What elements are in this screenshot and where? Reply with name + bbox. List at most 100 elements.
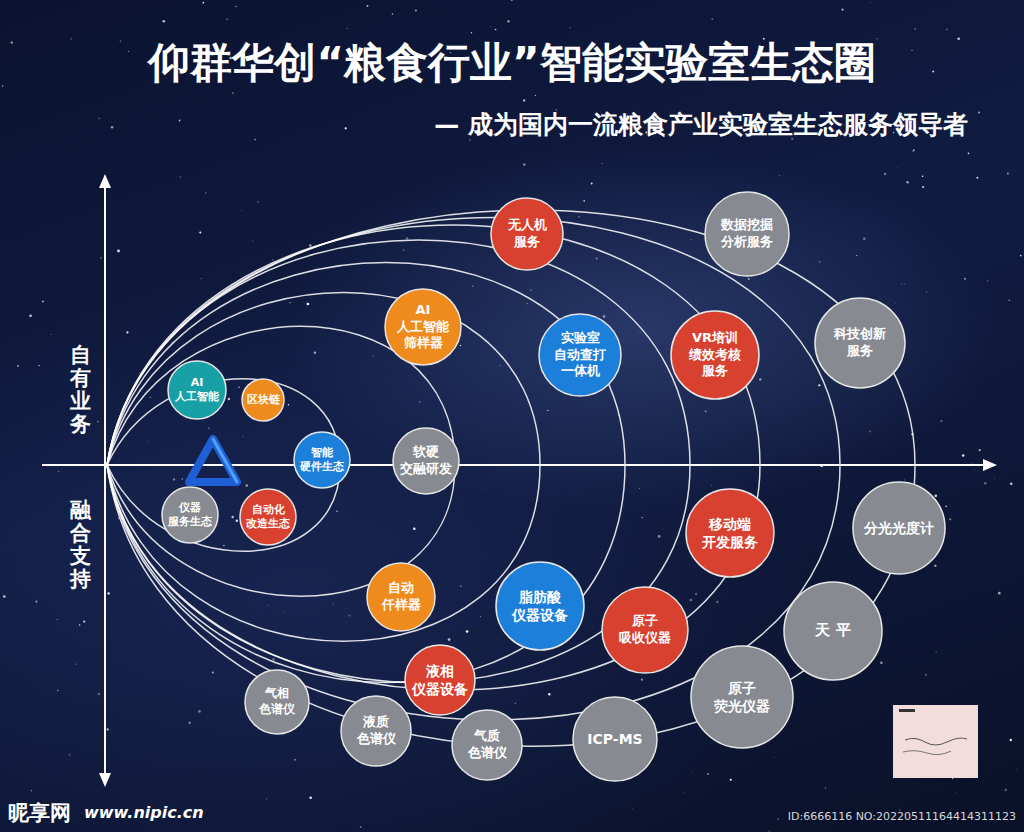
circle-fill [242,379,284,421]
star [120,41,121,42]
star [1008,246,1010,248]
star [1016,769,1018,771]
star [336,510,338,512]
star [863,237,866,240]
star [235,6,237,8]
stamp-mark [905,738,967,745]
service-circle: AI 人工智能 筛样器 [384,288,462,366]
star [337,288,339,290]
star [716,601,718,603]
circle-fill [367,563,435,631]
diagram-title: 仰群华创“粮食行业”智能实验室生态圈 [0,38,1024,88]
star [42,301,44,303]
logo-highlight [213,439,237,482]
star [911,50,912,51]
star [994,477,996,479]
star [507,20,510,23]
service-circle: 科技创新 服务 [814,297,906,389]
star [491,26,492,27]
circle-fill [539,314,621,396]
star [11,41,13,43]
service-circle: 天 平 [783,581,883,681]
node-text: 区块链 [247,393,280,407]
node-text: 天 平 [815,621,850,641]
star [309,244,311,246]
star [107,728,109,730]
star [934,494,937,497]
star [946,29,947,30]
star [309,797,311,799]
star [904,283,905,284]
star [984,482,987,485]
star [620,457,622,459]
star [245,484,248,487]
star [242,436,244,438]
star [569,27,570,28]
circle-fill [573,697,657,781]
star [460,585,462,587]
star [596,258,598,260]
star [705,410,707,412]
star [935,651,936,652]
node-text: 分光光度计 [864,519,934,537]
star [1020,255,1022,257]
star [499,365,501,367]
star [392,13,393,14]
watermark: 昵享网 [8,799,71,827]
star [71,38,72,39]
star [895,303,897,305]
circle-fill [405,645,475,715]
circle-fill [691,646,793,748]
circle-fill [245,670,309,734]
star [932,71,934,73]
star [83,620,85,622]
circle-fill [853,482,945,574]
circle-fill [496,562,584,650]
star [466,630,469,633]
star [111,126,114,129]
star [913,149,915,151]
star [471,32,472,33]
node-text: AI 人工智能 [175,376,219,405]
node-text: 液质 色谱仪 [357,714,396,748]
star [346,393,348,395]
star [987,280,988,281]
service-circle: 自动化 改造生态 [239,488,297,546]
service-circle: 实验室 自动查打 一体机 [538,313,622,397]
star [896,167,898,169]
star [35,601,37,603]
star [57,690,58,691]
star [603,541,605,543]
star [2,85,3,86]
star [940,420,942,422]
star [711,18,713,20]
star [107,592,109,594]
star [50,334,52,336]
node-text: 液相 仪器设备 [412,662,468,698]
star [1010,483,1013,486]
star [460,345,462,347]
star [639,488,640,489]
arrow-head [99,773,111,787]
star [367,5,369,7]
star [966,406,968,408]
star [658,535,661,538]
watermark: www.nipic.cn [84,803,204,822]
star [272,259,273,260]
circle-shape [404,644,476,716]
node-text: 实验室 自动查打 一体机 [554,330,606,381]
star [690,599,693,602]
circle-fill [168,361,226,419]
node-text: 科技创新 服务 [834,326,886,360]
star [748,278,750,280]
star [288,404,290,406]
star [240,210,242,212]
star [1010,739,1012,741]
node-text: 气质 色谱仪 [468,728,507,762]
star [97,421,98,422]
service-circle: ICP-MS [572,696,658,782]
star [695,593,697,595]
star [427,28,429,30]
service-circle: 数据挖掘 分析服务 [704,191,790,277]
star [583,200,585,202]
